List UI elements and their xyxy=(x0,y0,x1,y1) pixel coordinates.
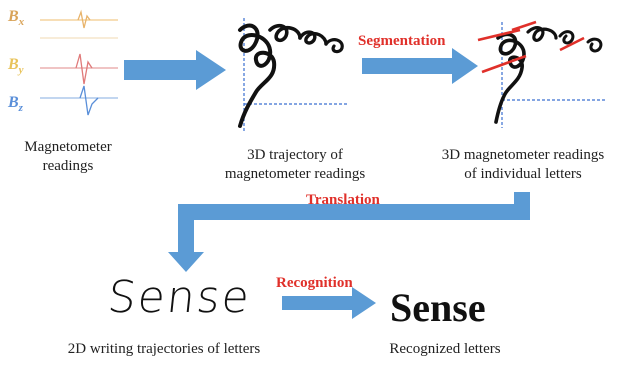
segment-cut-1 xyxy=(477,28,521,42)
arrow-translation xyxy=(168,192,530,272)
caption-sensor-line1: Magnetometer xyxy=(24,139,112,155)
segment-cut-3 xyxy=(481,54,527,74)
segmented-letters-plot xyxy=(477,20,606,128)
caption-sensor-line2: readings xyxy=(42,158,94,174)
label-by-sub: y xyxy=(18,64,24,77)
label-translation: Translation xyxy=(306,192,380,208)
caption-trajectory: 3D trajectory of magnetometer readings xyxy=(200,146,390,184)
label-bx-base: B xyxy=(8,8,19,25)
label-bz: Bz xyxy=(8,94,23,114)
caption-letters-line1: 3D magnetometer readings xyxy=(441,147,605,163)
handwritten-word: Sense xyxy=(105,272,254,323)
caption-trajectory-line1: 3D trajectory of xyxy=(247,147,343,163)
label-bz-base: B xyxy=(8,94,19,111)
label-by-base: B xyxy=(8,56,19,73)
label-bx-sub: x xyxy=(18,16,25,29)
arrow-recognition xyxy=(282,287,376,319)
caption-letters-line2: of individual letters xyxy=(464,166,582,182)
label-bx: Bx xyxy=(8,8,24,28)
label-segmentation: Segmentation xyxy=(358,33,446,49)
waveform-by xyxy=(40,53,118,85)
segment-cut-2 xyxy=(511,20,537,32)
arrow-segmentation xyxy=(362,48,478,84)
label-by: By xyxy=(8,56,24,76)
label-recognition: Recognition xyxy=(276,275,353,291)
trajectory-plot xyxy=(238,18,348,132)
waveform-bx xyxy=(40,9,118,29)
caption-magnetometer-readings: Magnetometer readings xyxy=(0,138,136,176)
segment-cut-4 xyxy=(559,36,585,52)
recognized-word: Sense xyxy=(390,285,486,330)
caption-letters: 3D magnetometer readings of individual l… xyxy=(418,146,628,184)
caption-handwritten: 2D writing trajectories of letters xyxy=(67,341,261,357)
arrow-to-trajectory xyxy=(124,50,226,90)
caption-recognized: Recognized letters xyxy=(389,341,501,357)
waveform-bz xyxy=(40,85,118,116)
label-bz-sub: z xyxy=(18,102,23,115)
caption-trajectory-line2: magnetometer readings xyxy=(224,166,366,182)
